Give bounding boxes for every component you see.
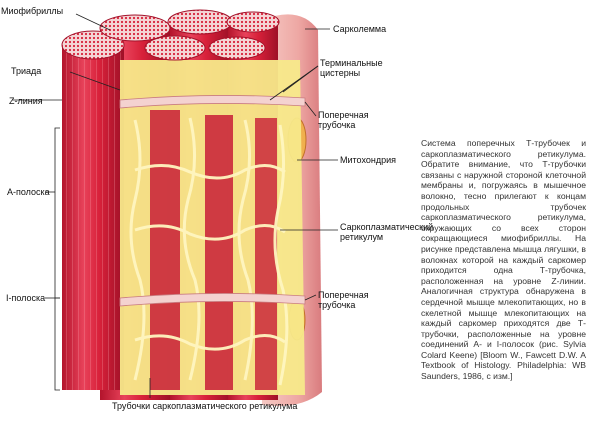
t-tubule-bottom (119, 293, 306, 307)
label-t-tubule-bottom: Поперечная трубочка (318, 290, 369, 310)
myofibril-cap-6 (208, 36, 266, 60)
t-tubule-top (119, 95, 306, 109)
band-brackets (12, 99, 62, 391)
leader-lines (69, 13, 338, 398)
label-a-band: A-полоска (7, 187, 50, 197)
label-z-line: Z-линия (9, 96, 43, 106)
label-sr-tubules: Трубочки саркоплазматического ретикулума (112, 401, 298, 411)
label-t-tubule-top: Поперечная трубочка (318, 110, 369, 130)
figure-caption: Система поперечных Т-трубочек и саркопла… (421, 138, 586, 382)
label-sarcolemma: Сарколемма (333, 24, 387, 34)
label-terminal-cisterns: Терминальные цистерны (320, 58, 383, 78)
label-i-band: I-полоска (6, 293, 46, 303)
label-myofibrils: Миофибриллы (1, 6, 64, 16)
myofibril-cap-4 (226, 11, 280, 33)
label-mitochondria: Митохондрия (340, 155, 396, 165)
sr-mesh (129, 117, 289, 386)
label-sarcoplasmic-reticulum: Саркоплазматический ретикулум (340, 222, 434, 242)
myofibril-cap-3 (167, 9, 233, 35)
label-triad: Триада (11, 66, 42, 76)
myofibril-cap-2 (99, 14, 171, 42)
myofibril-cap-5 (144, 35, 206, 61)
myofibril-cap-1 (61, 30, 125, 60)
